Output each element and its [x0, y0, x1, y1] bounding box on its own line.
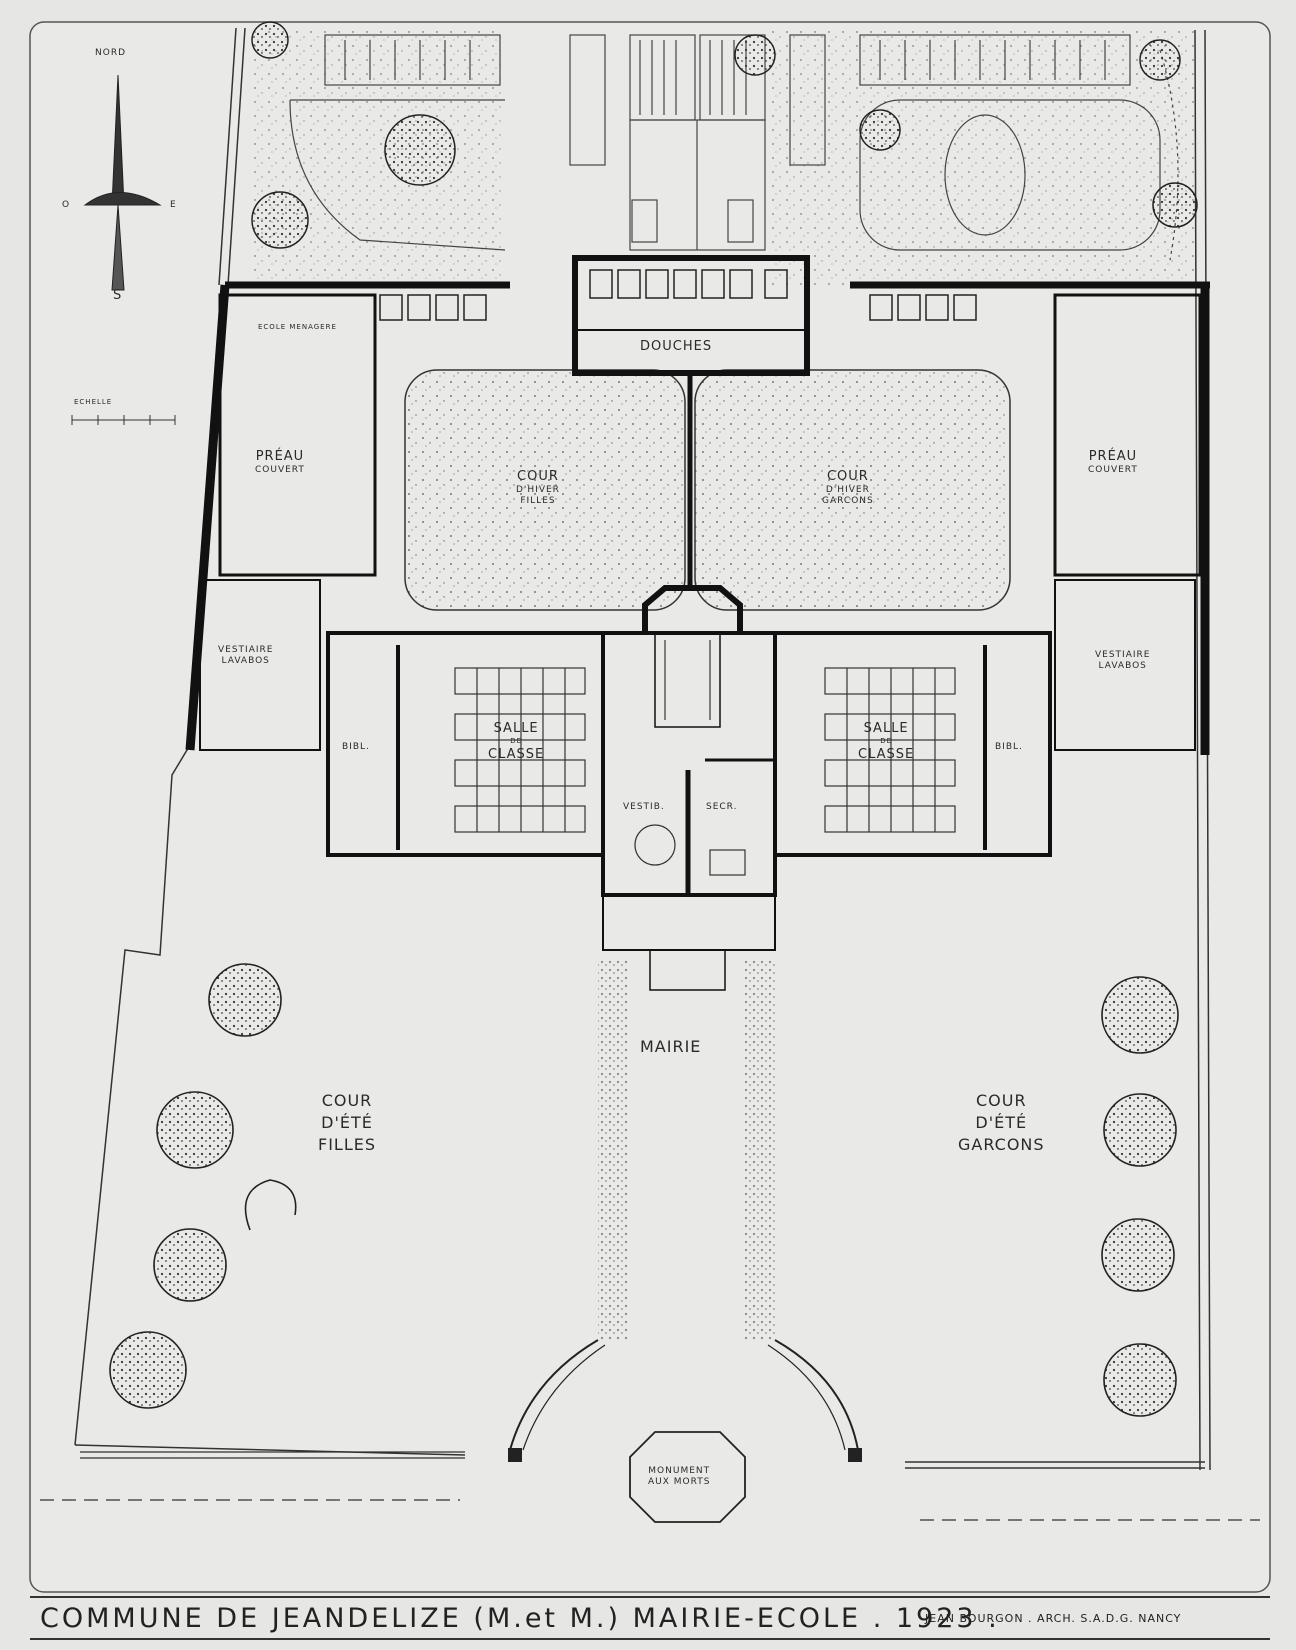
ecole-menagere-label: ECOLE MENAGERE	[258, 323, 337, 331]
salle-left-line2: DE	[510, 737, 523, 745]
title-strip	[30, 1596, 1270, 1640]
salle-right-line2: DE	[880, 737, 893, 745]
cour-hiver-filles-label: COUR D'HIVER FILLES	[516, 468, 560, 507]
preau-left-label: PRÉAU COUVERT	[255, 448, 305, 476]
mairie-label: MAIRIE	[640, 1037, 702, 1056]
preau-left-line2: COUVERT	[255, 465, 305, 475]
preau-left-line1: PRÉAU	[255, 449, 305, 464]
central-avenue	[508, 960, 862, 1523]
winter-courtyards	[404, 369, 1011, 611]
preau-right-line1: PRÉAU	[1088, 449, 1138, 464]
monument-line1: MONUMENT	[648, 1466, 711, 1476]
monument-line2: AUX MORTS	[648, 1477, 711, 1487]
compass-north-label: NORD	[95, 48, 126, 58]
bibl-right-label: BIBL.	[995, 742, 1023, 752]
salle-left-line3: CLASSE	[488, 747, 545, 762]
cour-ete-filles-line1: COUR	[321, 1091, 373, 1110]
cour-ete-garcons-line1: COUR	[975, 1091, 1027, 1110]
vestib-label: VESTIB.	[623, 802, 665, 812]
cour-ete-garcons-line3: GARCONS	[958, 1135, 1045, 1154]
building-walls	[185, 255, 1210, 991]
cour-hiver-filles-line3: FILLES	[520, 496, 556, 506]
monument-label: MONUMENT AUX MORTS	[648, 1466, 710, 1488]
classroom-desks	[454, 667, 956, 876]
vestiaire-left-label: VESTIAIRE LAVABOS	[218, 645, 273, 667]
preau-right-line2: COUVERT	[1088, 465, 1138, 475]
scale-bar	[71, 415, 176, 425]
north-arrow	[83, 74, 162, 291]
cour-ete-filles-line3: FILLES	[318, 1135, 377, 1154]
architect-credit: JEAN BOURGON . ARCH. S.A.D.G. NANCY	[925, 1612, 1182, 1625]
bibl-left-label: BIBL.	[342, 742, 370, 752]
trees	[251, 21, 1198, 249]
cour-hiver-garcons-line3: GARCONS	[822, 496, 874, 506]
cour-hiver-filles-line1: COUR	[517, 469, 559, 484]
cour-hiver-garcons-label: COUR D'HIVER GARCONS	[822, 468, 874, 507]
compass-south-label: S	[113, 288, 123, 303]
shower-cabins	[379, 269, 977, 321]
cour-hiver-garcons-line2: D'HIVER	[825, 485, 870, 495]
scale-label: ECHELLE	[74, 398, 113, 406]
cour-hiver-garcons-line1: COUR	[826, 469, 869, 484]
salle-left-line1: SALLE	[493, 721, 539, 736]
vestiaire-left-line1: VESTIAIRE	[218, 645, 274, 655]
cour-ete-garcons-label: COUR D'ÉTÉ GARCONS	[958, 1090, 1045, 1156]
secr-label: SECR.	[706, 802, 738, 812]
front-fence	[40, 1451, 1260, 1521]
salle-right-line1: SALLE	[863, 721, 909, 736]
cour-ete-filles-label: COUR D'ÉTÉ FILLES	[318, 1090, 376, 1156]
vestiaire-left-line2: LAVABOS	[221, 656, 270, 666]
preau-right-label: PRÉAU COUVERT	[1088, 448, 1138, 476]
compass-west-label: O	[62, 200, 71, 210]
salle-left-label: SALLE DE CLASSE	[488, 720, 544, 763]
vestiaire-right-line2: LAVABOS	[1098, 661, 1147, 671]
salle-right-line3: CLASSE	[858, 747, 915, 762]
drawing-title: COMMUNE DE JEANDELIZE (M.et M.) MAIRIE-E…	[40, 1603, 1000, 1634]
salle-right-label: SALLE DE CLASSE	[858, 720, 914, 763]
cour-ete-garcons-line2: D'ÉTÉ	[975, 1113, 1028, 1132]
vestiaire-right-label: VESTIAIRE LAVABOS	[1095, 650, 1150, 672]
summer-trees	[109, 963, 1179, 1417]
compass-east-label: E	[170, 200, 177, 210]
cour-ete-filles-line2: D'ÉTÉ	[321, 1113, 373, 1132]
cour-hiver-filles-line2: D'HIVER	[516, 485, 560, 495]
douches-label: DOUCHES	[640, 339, 713, 354]
vestiaire-right-line1: VESTIAIRE	[1095, 650, 1151, 660]
